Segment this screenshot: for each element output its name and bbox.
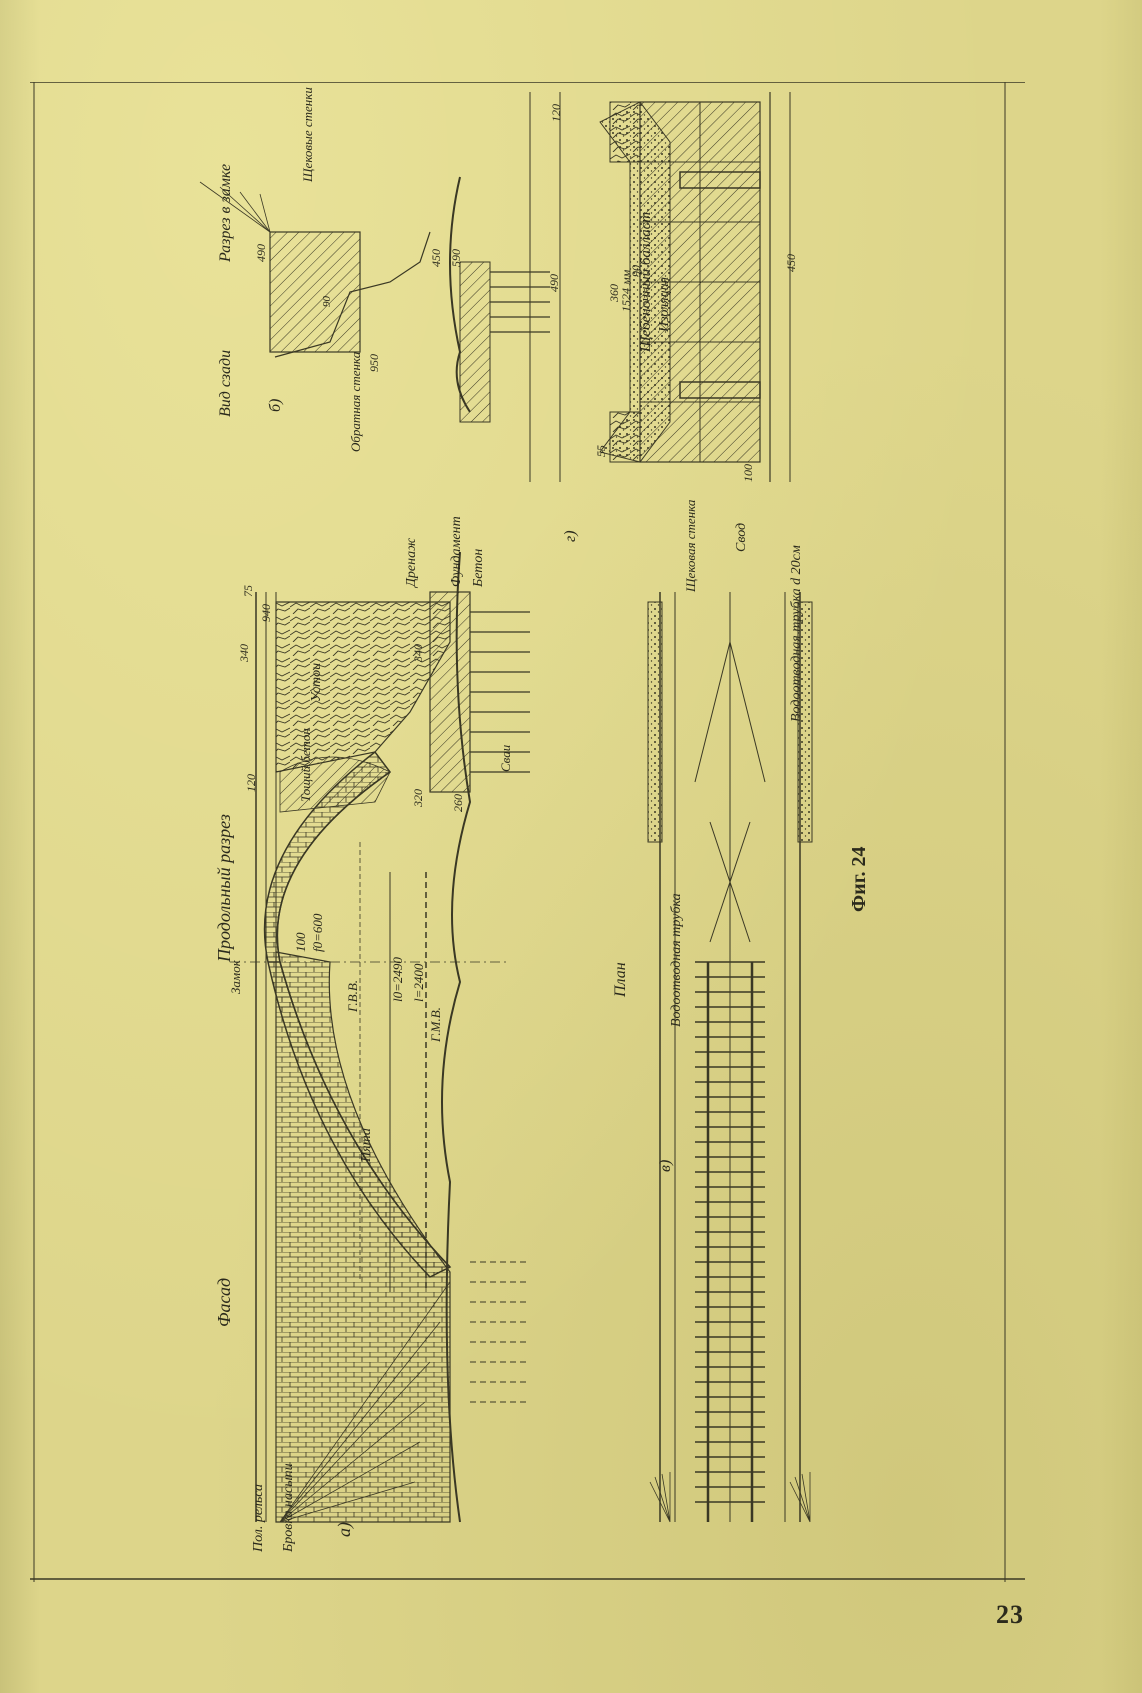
panel-a-facade-section: Фасад Продольный разрез а) Пол. рельса Б… xyxy=(214,516,530,1553)
railway-track xyxy=(695,961,765,1522)
dim-90: 90 xyxy=(321,296,333,308)
panel-v-marker: в) xyxy=(657,1160,674,1172)
figure-plate: Фасад Продольный разрез а) Пол. рельса Б… xyxy=(30,82,1025,1582)
dim-g-90: 90 xyxy=(629,265,643,277)
dim-g-55: 55 xyxy=(594,445,608,457)
label-low-water: Г.М.В. xyxy=(428,1007,443,1043)
label-cheek-walls: Щековые стенки xyxy=(300,87,315,183)
dim-120: 120 xyxy=(244,774,258,792)
piles xyxy=(470,611,530,773)
label-foundation: Фундамент xyxy=(449,516,464,587)
label-vault: Свод xyxy=(734,523,749,552)
dim-75: 75 xyxy=(241,585,255,597)
figure-caption-group: Фиг. 24 xyxy=(848,846,870,912)
embankment-slope-lines xyxy=(279,1281,451,1523)
dim-490: 490 xyxy=(254,244,268,262)
label-cheek-wall-g: Щековая стенка xyxy=(683,499,698,593)
plan-title: План xyxy=(612,962,629,998)
title-key-section: Разрез в замке xyxy=(217,164,234,263)
plan-end-tufts xyxy=(649,1472,811,1523)
label-road-level: Пол. рельса xyxy=(251,1484,266,1553)
panel-v-plan: План в) Водоотводная трубка xyxy=(612,592,813,1523)
label-key: Замок xyxy=(228,959,243,994)
page-number: 23 xyxy=(996,1600,1024,1629)
dim-320: 320 xyxy=(411,789,425,808)
drainage-arrows xyxy=(694,641,766,943)
dim-950: 950 xyxy=(367,354,381,372)
dim-rise: f0=600 xyxy=(310,913,325,952)
title-facade: Фасад xyxy=(214,1278,234,1327)
rear-wall-body xyxy=(269,231,361,353)
label-abutment: Устои xyxy=(309,663,324,702)
label-concrete: Бетон xyxy=(471,549,486,588)
left-piles-dashed xyxy=(470,1261,530,1403)
dim-span: l=2400 xyxy=(411,963,426,1002)
dim-340: 340 xyxy=(237,644,251,663)
panel-b-marker: б) xyxy=(267,399,284,412)
panel-g-cross-section: г) Щебеночный балласт Изоляция Щековая с… xyxy=(529,92,804,722)
panel-g-marker: г) xyxy=(562,530,579,542)
label-high-water: Г.В.В. xyxy=(345,980,360,1013)
title-rear-view: Вид сзади xyxy=(217,350,234,417)
label-embankment-edge: Бровка насыпи xyxy=(281,1463,296,1553)
label-lean-concrete: Тощий бетон xyxy=(298,728,313,802)
dim-g-120: 120 xyxy=(549,104,563,122)
dim-340b: 340 xyxy=(411,644,425,663)
dim-clear-span: l0=2490 xyxy=(390,957,405,1002)
dim-260: 260 xyxy=(451,794,465,812)
ground-line xyxy=(441,551,472,1523)
plate-frame xyxy=(30,82,1025,1582)
dim-450: 450 xyxy=(429,249,443,267)
lean-concrete-fill xyxy=(279,756,391,813)
label-drain-pipe-plan: Водоотводная трубка xyxy=(669,893,684,1027)
label-ballast: Щебеночный балласт xyxy=(638,212,654,353)
panel-a-marker: а) xyxy=(334,1522,355,1537)
dim-940: 940 xyxy=(259,604,273,622)
cheek-wall-leaders xyxy=(199,181,271,233)
dim-g-490: 490 xyxy=(547,274,561,292)
label-heel: Пята xyxy=(359,1128,374,1163)
figure-caption: Фиг. 24 xyxy=(848,846,870,912)
dim-g-450: 450 xyxy=(784,254,798,272)
dim-g-100: 100 xyxy=(741,464,755,482)
title-longitudinal-section: Продольный разрез xyxy=(214,814,234,963)
panel-b-rear-view: Вид сзади Разрез в замке б) Щековые стен… xyxy=(199,87,550,452)
label-retaining-wall: Обратная стенка xyxy=(348,351,363,452)
dim-g-gauge: 1524 мм xyxy=(619,269,633,312)
dim-crown-thickness: 100 xyxy=(293,932,308,952)
label-piles: Сваи xyxy=(498,744,513,772)
dim-590: 590 xyxy=(449,249,463,267)
label-insulation: Изоляция xyxy=(657,277,672,333)
label-drainage: Дренаж xyxy=(404,538,419,589)
dim-g-360: 360 xyxy=(607,284,621,303)
plan-side-stones xyxy=(647,601,813,843)
